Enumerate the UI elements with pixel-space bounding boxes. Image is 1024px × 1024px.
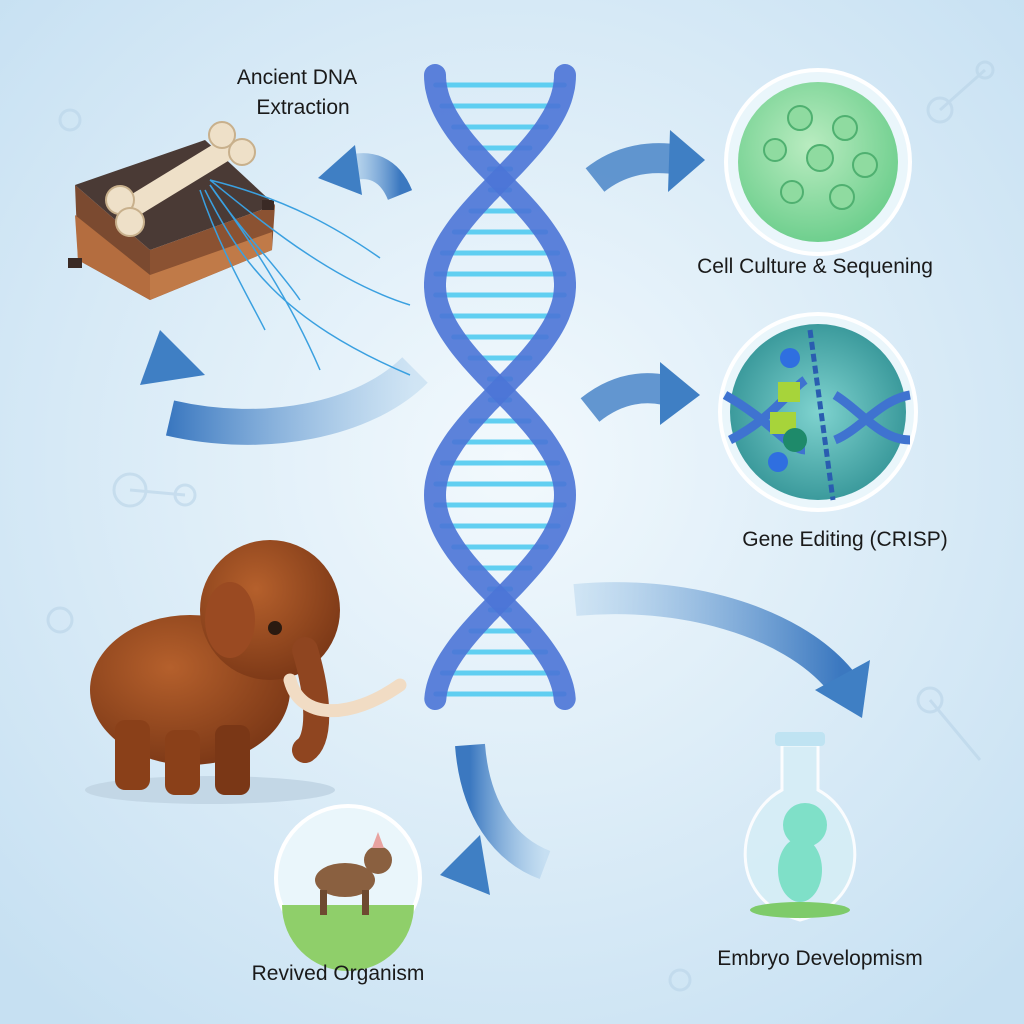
helix-strand xyxy=(423,64,576,710)
revived-animal-icon xyxy=(274,804,422,971)
label-ancient-dna-extraction-line1: Ancient DNA xyxy=(237,66,357,89)
arrow-to-revived xyxy=(455,743,551,880)
arrow-back-left xyxy=(165,356,428,445)
cell-culture-icon xyxy=(724,68,912,256)
arrow-to-embryo xyxy=(573,582,853,691)
label-cell-culture: Cell Culture & Sequening xyxy=(697,255,933,278)
arrowhead xyxy=(815,660,870,718)
label-embryo-development: Embryo Developmism xyxy=(717,947,922,970)
process-arrows xyxy=(140,130,870,895)
mammoth-icon xyxy=(85,540,407,804)
molecule-decoration xyxy=(46,60,995,992)
fossil-bone-icon xyxy=(68,121,411,376)
dna-helix-icon xyxy=(423,64,577,710)
arrowhead xyxy=(440,835,490,895)
gene-editing-icon xyxy=(718,312,918,512)
arrow-to-gene-editing xyxy=(580,373,668,422)
arrowhead xyxy=(318,145,362,195)
arrowhead xyxy=(660,362,700,425)
label-revived-organism: Revived Organism xyxy=(252,962,425,985)
arrowhead xyxy=(668,130,705,192)
label-ancient-dna-extraction-line2: Extraction xyxy=(256,96,349,119)
embryo-flask-icon xyxy=(743,732,857,922)
label-gene-editing: Gene Editing (CRISP) xyxy=(742,528,947,551)
arrowhead xyxy=(140,330,205,385)
